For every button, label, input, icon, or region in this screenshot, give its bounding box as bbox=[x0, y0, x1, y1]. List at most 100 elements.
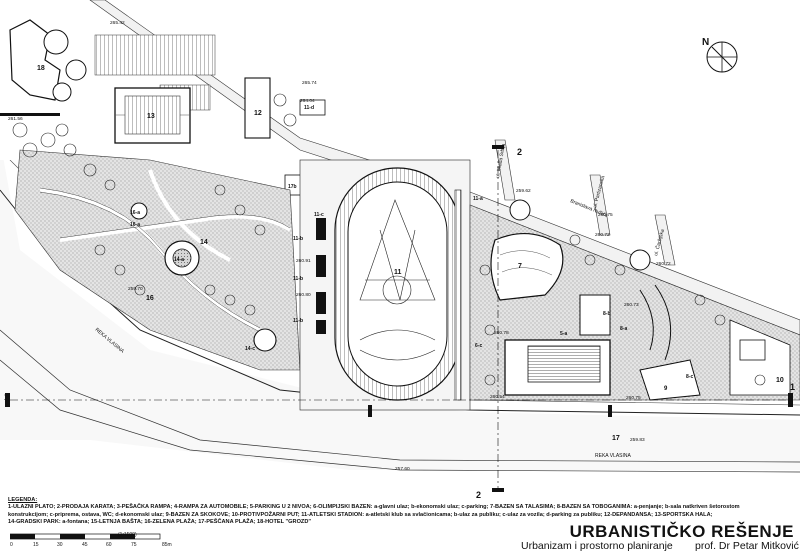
zone-label-2-bottom: 2 bbox=[476, 490, 481, 500]
elevation-label: 265.42 bbox=[110, 20, 125, 26]
zone-label-11: 11 bbox=[394, 269, 402, 276]
hotel-rotunda-2 bbox=[65, 59, 87, 81]
street-partizanska bbox=[589, 174, 611, 236]
scale-unit: 85m bbox=[162, 542, 172, 548]
zone-label-1-right: 1 bbox=[790, 382, 795, 392]
roundabout-1 bbox=[509, 199, 531, 221]
hotel-rotunda-3 bbox=[52, 82, 72, 102]
park-paths bbox=[39, 169, 292, 332]
scale-bar-graphic bbox=[9, 533, 161, 540]
elevation-label: 260.72 bbox=[656, 261, 671, 267]
pool-trees bbox=[479, 234, 766, 386]
plan-title: URBANISTIČKO REŠENJE bbox=[569, 522, 794, 541]
plan-author: prof. Dr Petar Mitković bbox=[695, 540, 799, 552]
wave-pool bbox=[490, 232, 564, 301]
zone-label-16: 16 bbox=[146, 295, 154, 302]
elevation-label: 259.70 bbox=[128, 286, 143, 292]
elevation-label: 260.91 bbox=[296, 258, 311, 264]
sports-hall-roof bbox=[124, 95, 181, 135]
zone-label-17b: 17b bbox=[288, 184, 297, 190]
north-label: N bbox=[702, 37, 709, 48]
scale-tick: 60 bbox=[106, 542, 112, 548]
olympic-pool bbox=[527, 345, 601, 383]
scale-tick: 75 bbox=[131, 542, 137, 548]
elevation-label: 265.74 bbox=[302, 80, 317, 86]
zone-label-18: 18 bbox=[37, 65, 45, 72]
street-mlada-srbija bbox=[494, 139, 516, 201]
stadium-track-inner bbox=[347, 181, 448, 387]
city-park bbox=[14, 149, 301, 371]
scale-ratio: (1:1500) bbox=[118, 532, 137, 538]
fountain-14c bbox=[253, 328, 277, 352]
scale-tick: 45 bbox=[82, 542, 88, 548]
elevation-label: 260.72 bbox=[595, 232, 610, 238]
zone-label-11a: 11-a bbox=[473, 196, 483, 202]
legend-heading: LEGENDA: bbox=[8, 497, 38, 503]
grandstands-11b bbox=[316, 218, 326, 334]
zone-label-8a: 8-a bbox=[620, 326, 627, 332]
scale-tick: 0 bbox=[10, 542, 13, 548]
zone-label-5a: 5-a bbox=[560, 331, 567, 337]
zone-label-8b: 8-b bbox=[603, 311, 611, 317]
elevation-label: 260.73 bbox=[624, 302, 639, 308]
elevation-label: 260.75 bbox=[598, 212, 613, 218]
elevation-label: 257.60 bbox=[395, 466, 410, 472]
zone-label-13: 13 bbox=[147, 113, 155, 120]
zone-label-14: 14 bbox=[200, 239, 208, 246]
zone-label-8c: 8-c bbox=[686, 374, 693, 380]
roundabout-2 bbox=[629, 249, 651, 271]
zone-label-6c: 6-c bbox=[475, 343, 482, 349]
zone-label-7: 7 bbox=[518, 263, 522, 270]
zone-label-11b-2: 11-b bbox=[293, 276, 303, 282]
legend-line-1: 1-ULAZNI PLATO; 2-PRODAJA KARATA; 3-PEŠA… bbox=[8, 504, 740, 511]
elevation-label: 260.54 bbox=[490, 394, 505, 400]
zone-label-9: 9 bbox=[664, 386, 668, 392]
zone-label-16a: 16-a bbox=[130, 210, 140, 216]
river-bank bbox=[0, 140, 800, 470]
stadium-field-markings bbox=[359, 199, 436, 361]
slide-2 bbox=[654, 284, 672, 361]
legend-line-2: konstrukcijom; c-priprema, ostava, WC; d… bbox=[8, 511, 713, 518]
depandansa bbox=[244, 77, 271, 139]
street-label-mlada-srbija: ul. Mlada Srbija bbox=[495, 143, 507, 178]
river-line-2 bbox=[0, 359, 800, 473]
elevation-label: 260.80 bbox=[296, 292, 311, 298]
zone-label-11b-3: 11-b bbox=[293, 318, 303, 324]
north-arrow bbox=[706, 41, 738, 73]
scale-bar: 0 15 30 45 60 75 (1:1500) 85m bbox=[9, 531, 180, 556]
plan-subtitle: Urbanizam i prostorno planiranje bbox=[521, 540, 673, 552]
legend: LEGENDA: 1-ULAZNI PLATO; 2-PRODAJA KARAT… bbox=[8, 497, 798, 527]
legend-line-3: 14-GRADSKI PARK: a-fontana; 15-LETNJA BA… bbox=[8, 519, 312, 526]
fountain-16a bbox=[130, 202, 148, 220]
elevation-label: 259.62 bbox=[516, 188, 531, 194]
grandstand-east bbox=[454, 189, 462, 401]
elevation-label: 261.56 bbox=[8, 116, 23, 122]
river-label-bottom: REKA VLASINA bbox=[595, 453, 632, 459]
zone-label-14a: 14-a bbox=[174, 257, 184, 263]
building-11-d bbox=[299, 99, 326, 116]
elevation-label: 260.78 bbox=[494, 330, 509, 336]
zone-label-12: 12 bbox=[254, 110, 262, 117]
river-line-1 bbox=[0, 329, 800, 463]
scale-tick: 15 bbox=[33, 542, 39, 548]
elevation-label: 260.75 bbox=[626, 395, 641, 401]
park-trees bbox=[12, 93, 297, 316]
zone-label-1-left: 1 bbox=[4, 392, 9, 402]
elevation-label: 259.83 bbox=[630, 437, 645, 443]
building-10 bbox=[739, 339, 766, 361]
zone-label-17: 17 bbox=[612, 435, 620, 442]
street-carsijska bbox=[654, 214, 676, 266]
scale-tick: 30 bbox=[57, 542, 63, 548]
hotel-rotunda-1 bbox=[43, 29, 69, 55]
zone-label-11c: 11-c bbox=[314, 212, 324, 218]
zone-label-14c: 14-c bbox=[245, 346, 255, 352]
park-path-edges bbox=[39, 187, 291, 333]
diving-pool bbox=[639, 359, 701, 401]
elevation-label: 264.04 bbox=[300, 98, 315, 104]
zone-label-10: 10 bbox=[776, 377, 784, 384]
zone-label-16a-2: 16-a bbox=[130, 222, 140, 228]
slide-pool-building bbox=[579, 294, 611, 336]
zone-label-11b-1: 11-b bbox=[293, 236, 303, 242]
zone-label-11d: 11-d bbox=[304, 105, 314, 111]
